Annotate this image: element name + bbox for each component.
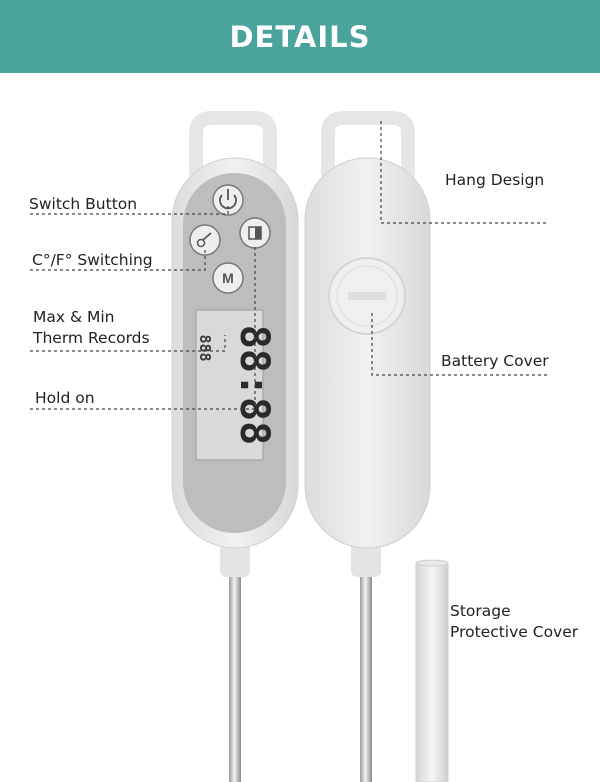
- header-banner: DETAILS: [0, 0, 600, 73]
- hang-loop-back: [321, 111, 415, 180]
- leader-lines: [30, 121, 547, 410]
- lcd-small-digits: 888: [196, 334, 214, 361]
- label-hang-design: Hang Design: [445, 171, 545, 189]
- label-storage-1: Storage: [450, 602, 511, 620]
- hang-loop-front: [189, 111, 277, 180]
- thermometer-icon: [189, 224, 221, 256]
- page-title: DETAILS: [229, 19, 371, 54]
- thermometer-drawing: M 88:88 888: [30, 111, 547, 782]
- probe-front: [229, 573, 241, 782]
- svg-text:M: M: [222, 270, 234, 286]
- label-max-min-2: Therm Records: [33, 329, 150, 347]
- product-illustration: M 88:88 888: [0, 73, 600, 782]
- body-back: [304, 157, 431, 549]
- label-storage-2: Protective Cover: [450, 623, 579, 641]
- label-battery-cover: Battery Cover: [441, 352, 549, 370]
- label-max-min-1: Max & Min: [33, 308, 115, 326]
- m-icon: [212, 262, 244, 294]
- lcd-main-digits: 88:88: [231, 325, 277, 445]
- lcd-screen: [195, 309, 264, 461]
- storage-tube: [415, 559, 449, 782]
- probe-back: [360, 573, 372, 782]
- label-hold-on: Hold on: [35, 389, 95, 407]
- back-thermometer: [304, 111, 431, 782]
- label-switch-button: Switch Button: [29, 195, 138, 213]
- front-thermometer: M 88:88 888: [171, 111, 299, 782]
- label-unit-switch: C°/F° Switching: [32, 251, 153, 269]
